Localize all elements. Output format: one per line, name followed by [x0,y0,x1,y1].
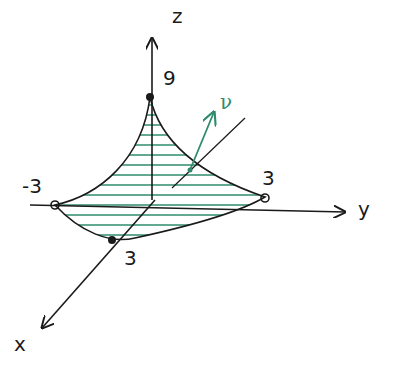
axis-label: y [358,199,370,219]
normal-label: ν [220,92,232,112]
axis-tick-value: -3 [22,176,42,196]
axis-label: z [172,6,183,26]
axis-tick-value: 3 [262,168,275,188]
axis-tick-value: 3 [124,248,137,268]
apex-value: 9 [163,68,176,88]
axis-label: x [14,334,26,354]
